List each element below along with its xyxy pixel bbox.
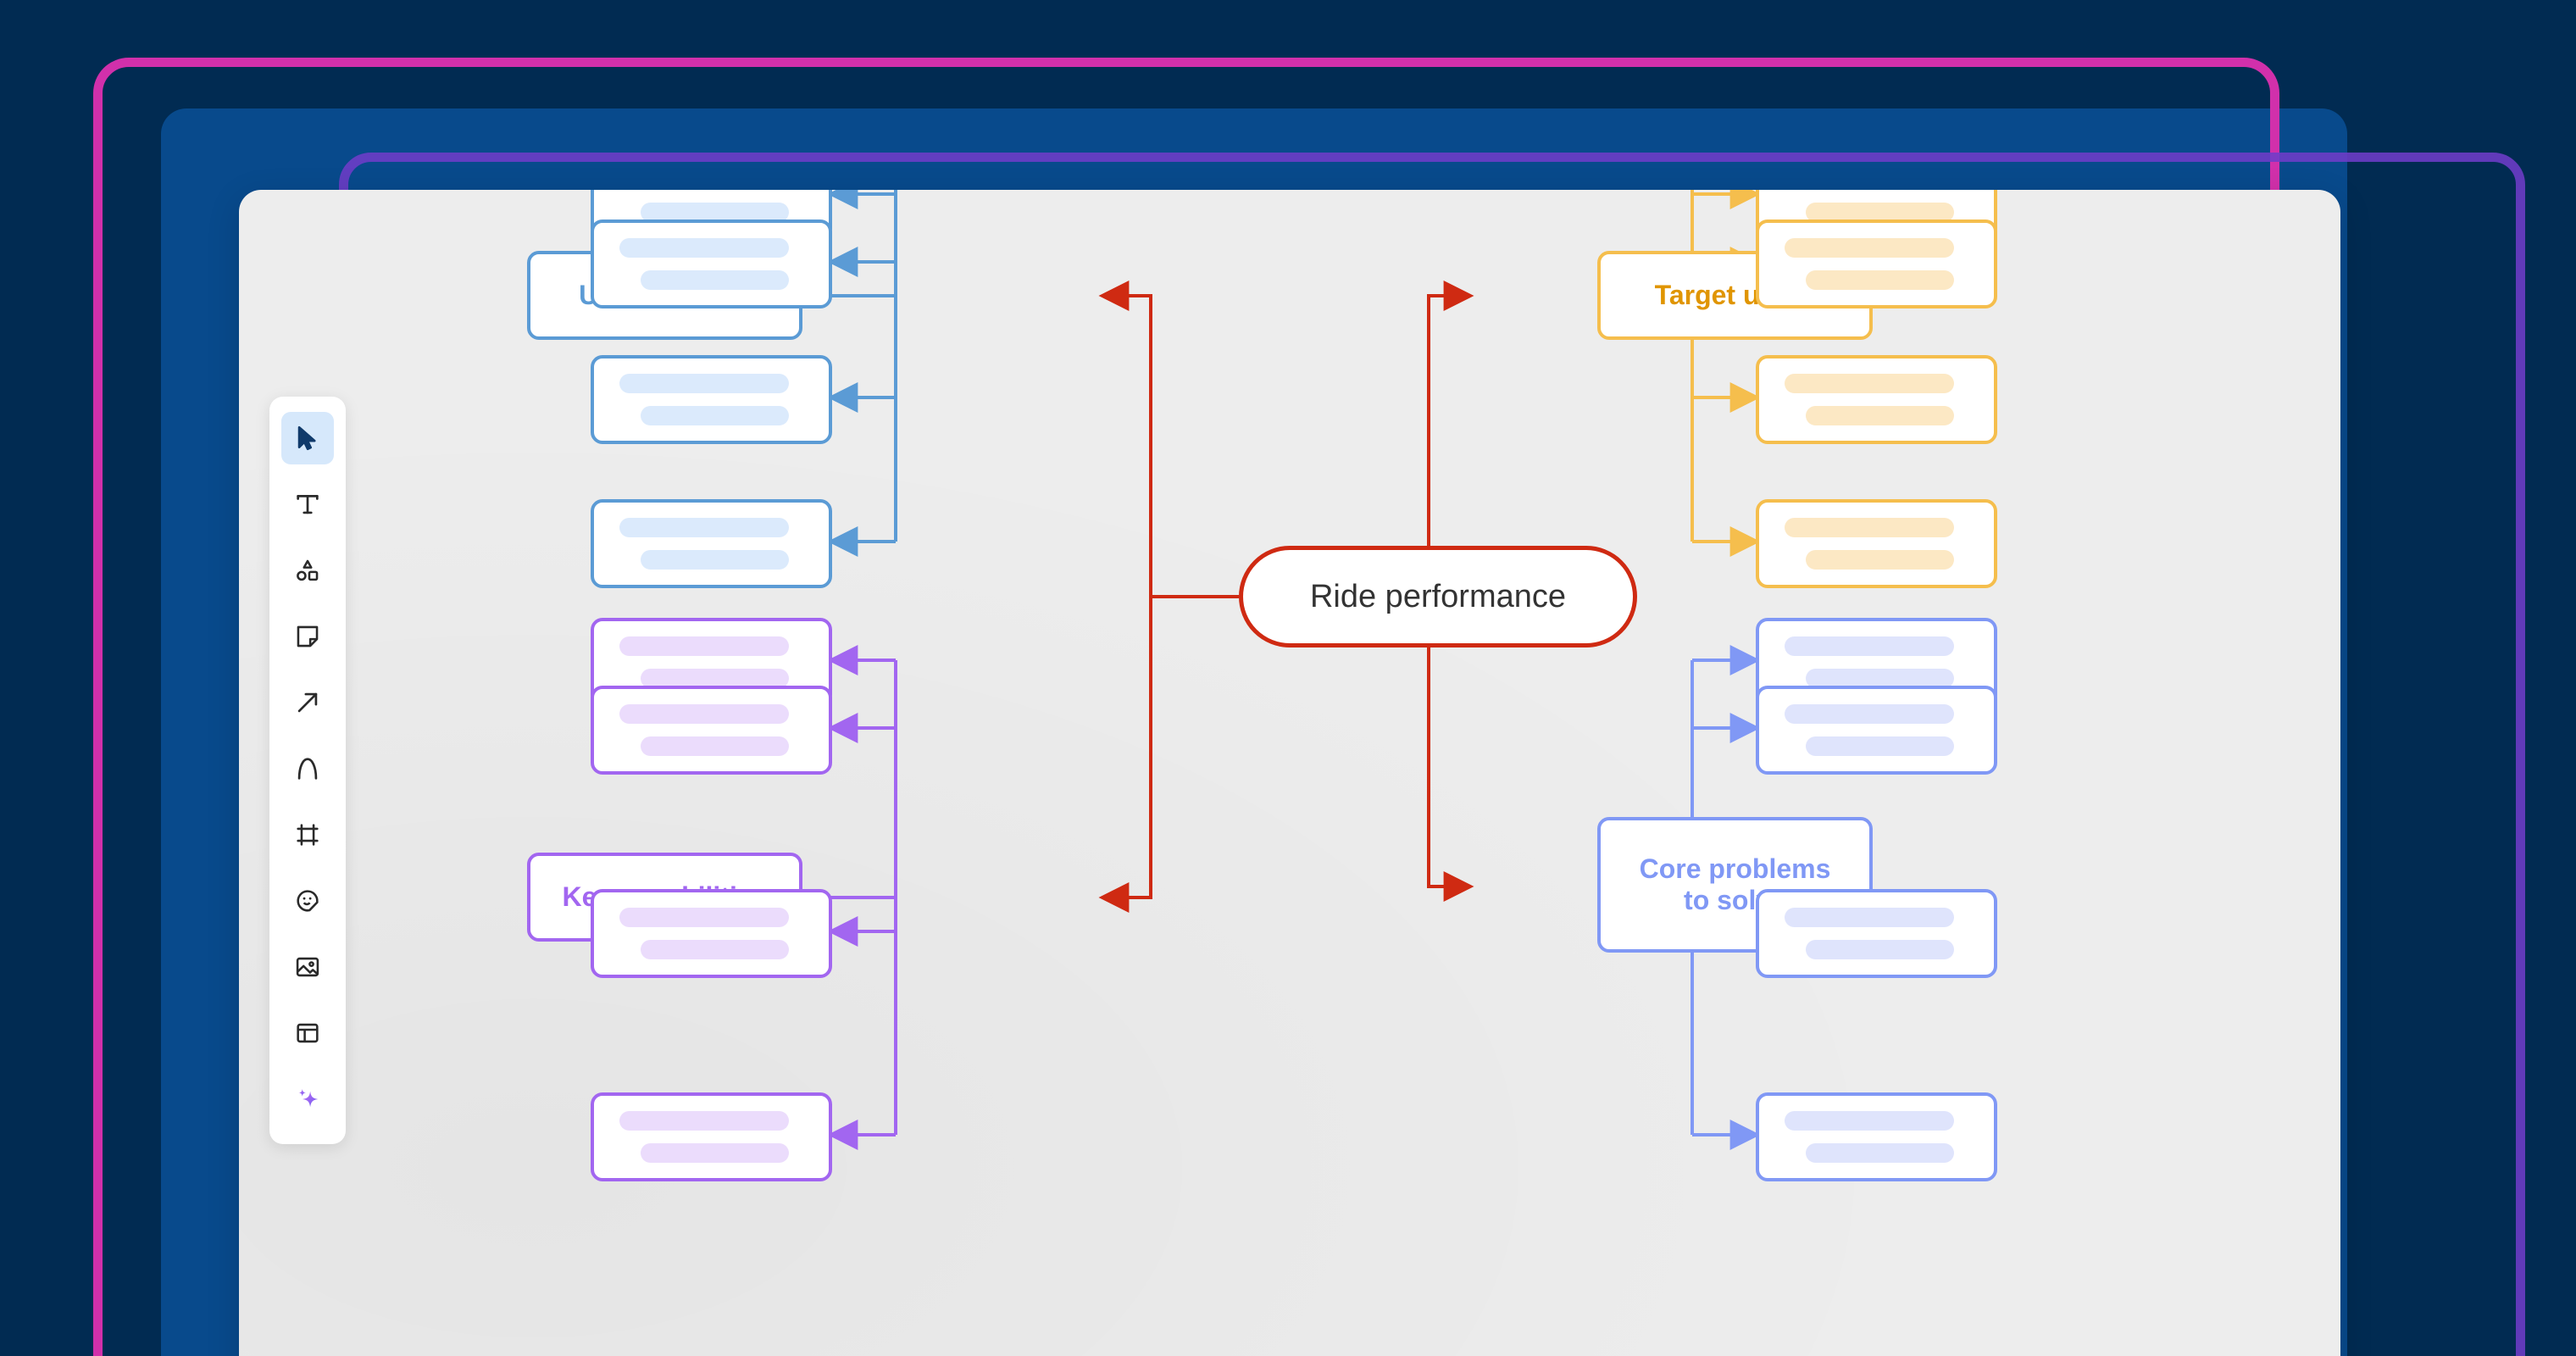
- layout-template-icon: [293, 1019, 322, 1048]
- tool-image[interactable]: [281, 941, 334, 993]
- pen-icon: [293, 754, 322, 783]
- sticker-smiley-icon: [293, 886, 322, 915]
- branch-label-core-problems-line1: Core problems: [1639, 853, 1831, 884]
- skeleton-bar: [641, 550, 789, 570]
- placeholder-card[interactable]: [591, 1092, 832, 1181]
- placeholder-card[interactable]: [591, 889, 832, 978]
- tool-select[interactable]: [281, 412, 334, 464]
- skeleton-bar: [1785, 636, 1954, 656]
- ai-sparkle-icon: [293, 1085, 322, 1114]
- skeleton-bar: [619, 908, 789, 927]
- placeholder-card[interactable]: [1756, 889, 1997, 978]
- skeleton-bar: [641, 203, 789, 222]
- placeholder-card[interactable]: [1756, 686, 1997, 775]
- skeleton-bar: [1785, 704, 1954, 724]
- skeleton-bar: [619, 636, 789, 656]
- skeleton-bar: [641, 736, 789, 756]
- skeleton-bar: [1785, 238, 1954, 258]
- placeholder-card[interactable]: [1756, 220, 1997, 308]
- tool-frame[interactable]: [281, 809, 334, 861]
- arrow-icon: [293, 688, 322, 717]
- skeleton-bar: [1785, 518, 1954, 537]
- frame-icon: [293, 820, 322, 849]
- skeleton-bar: [619, 704, 789, 724]
- placeholder-card[interactable]: [591, 220, 832, 308]
- sticky-note-icon: [293, 622, 322, 651]
- skeleton-bar: [1806, 203, 1954, 222]
- skeleton-bar: [619, 518, 789, 537]
- skeleton-bar: [1785, 908, 1954, 927]
- placeholder-card[interactable]: [1756, 1092, 1997, 1181]
- skeleton-bar: [1785, 374, 1954, 393]
- skeleton-bar: [1806, 940, 1954, 959]
- placeholder-card[interactable]: [591, 355, 832, 444]
- whiteboard-toolbar[interactable]: [269, 397, 346, 1144]
- skeleton-bar: [641, 669, 789, 688]
- skeleton-bar: [641, 940, 789, 959]
- skeleton-bar: [641, 1143, 789, 1163]
- tool-sticky-note[interactable]: [281, 610, 334, 663]
- tool-ai[interactable]: [281, 1073, 334, 1125]
- skeleton-bar: [1806, 270, 1954, 290]
- tool-text[interactable]: [281, 478, 334, 531]
- mindmap-connectors: [802, 190, 1761, 1150]
- placeholder-card[interactable]: [1756, 355, 1997, 444]
- tool-pen[interactable]: [281, 742, 334, 795]
- skeleton-bar: [619, 1111, 789, 1131]
- placeholder-card[interactable]: [1756, 499, 1997, 588]
- text-icon: [293, 490, 322, 519]
- tool-shapes[interactable]: [281, 544, 334, 597]
- skeleton-bar: [1785, 1111, 1954, 1131]
- skeleton-bar: [1806, 736, 1954, 756]
- skeleton-bar: [641, 406, 789, 425]
- skeleton-bar: [1806, 669, 1954, 688]
- skeleton-bar: [619, 374, 789, 393]
- tool-template[interactable]: [281, 1007, 334, 1059]
- whiteboard-canvas[interactable]: Ride performance User benefits Key capab…: [239, 190, 2340, 1356]
- skeleton-bar: [1806, 406, 1954, 425]
- tool-connector[interactable]: [281, 676, 334, 729]
- skeleton-bar: [1806, 1143, 1954, 1163]
- placeholder-card[interactable]: [591, 499, 832, 588]
- mindmap-root-node[interactable]: Ride performance: [1239, 546, 1637, 647]
- skeleton-bar: [1806, 550, 1954, 570]
- tool-sticker[interactable]: [281, 875, 334, 927]
- shapes-icon: [293, 556, 322, 585]
- root-node-label: Ride performance: [1309, 578, 1567, 614]
- skeleton-bar: [641, 270, 789, 290]
- skeleton-bar: [619, 238, 789, 258]
- image-icon: [293, 953, 322, 981]
- placeholder-card[interactable]: [591, 686, 832, 775]
- cursor-arrow-icon: [293, 424, 322, 453]
